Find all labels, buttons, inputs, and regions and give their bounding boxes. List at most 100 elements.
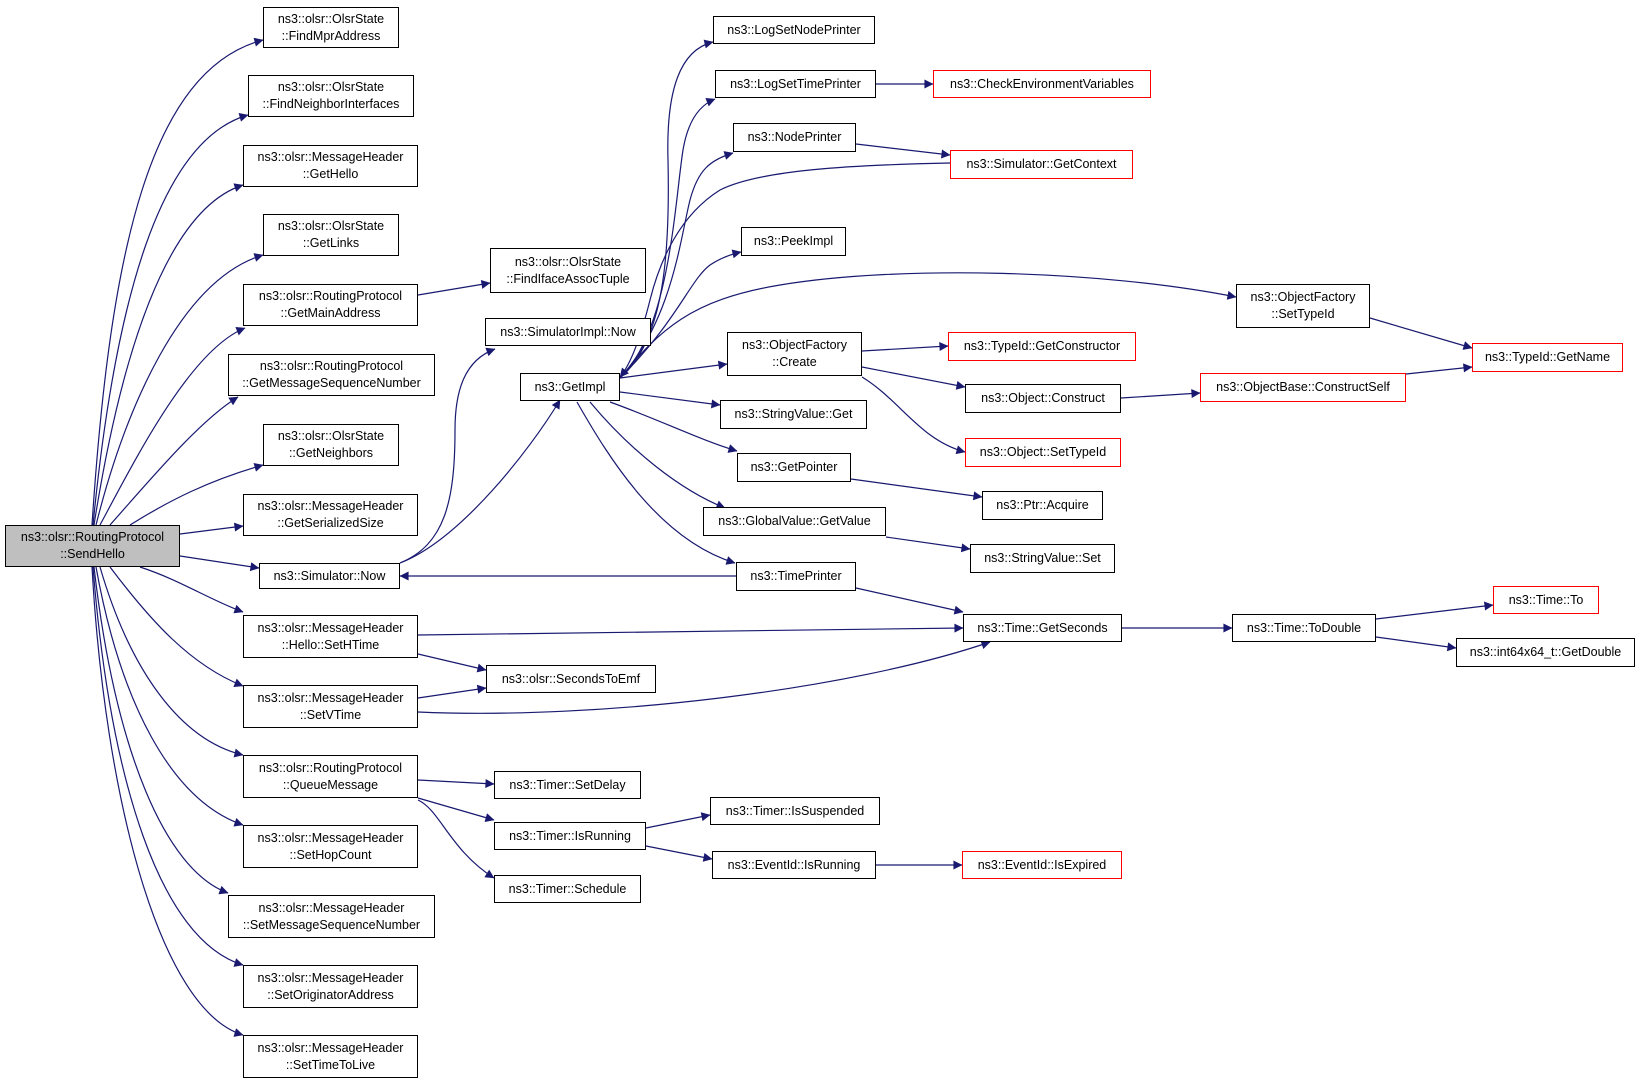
node-timerisrunning[interactable]: ns3::Timer::IsRunning (494, 822, 646, 850)
node-getmsgseq[interactable]: ns3::olsr::RoutingProtocol::GetMessageSe… (228, 354, 435, 396)
node-label: ns3::Time::ToDouble (1246, 620, 1362, 635)
edge-sendhello-setttl (91, 566, 244, 1037)
node-label: ns3::Timer::IsRunning (509, 828, 631, 843)
node-gethello[interactable]: ns3::olsr::MessageHeader::GetHello (243, 145, 418, 187)
node-queuemsg[interactable]: ns3::olsr::RoutingProtocol::QueueMessage (243, 755, 418, 798)
node-getimpl[interactable]: ns3::GetImpl (520, 373, 620, 401)
node-label: ns3::GetImpl (534, 379, 606, 394)
node-getpointer[interactable]: ns3::GetPointer (737, 453, 851, 482)
node-ofsettypeid[interactable]: ns3::ObjectFactory::SetTypeId (1236, 284, 1370, 328)
node-simnow[interactable]: ns3::Simulator::Now (259, 563, 400, 589)
node-label: ns3::EventId::IsExpired (977, 857, 1107, 872)
edge-queuemsg-setdelay (417, 779, 495, 789)
edge-timeprinter-getseconds (855, 587, 964, 615)
node-label: ns3::GetPointer (750, 460, 838, 474)
node-svset[interactable]: ns3::StringValue::Set (970, 544, 1115, 573)
node-objconstruct[interactable]: ns3::Object::Construct (965, 384, 1121, 413)
edge-setvtime-secstoemf (417, 684, 487, 699)
node-svget[interactable]: ns3::StringValue::Get (720, 400, 867, 429)
node-timeprinter[interactable]: ns3::TimePrinter (736, 562, 856, 591)
node-label: ::FindIfaceAssocTuple (506, 271, 630, 286)
node-issuspended[interactable]: ns3::Timer::IsSuspended (710, 797, 880, 825)
node-label: ::FindMprAddress (281, 28, 381, 43)
node-getdouble[interactable]: ns3::int64x64_t::GetDouble (1456, 638, 1635, 667)
node-schedule[interactable]: ns3::Timer::Schedule (494, 875, 641, 903)
node-sethop[interactable]: ns3::olsr::MessageHeader::SetHopCount (243, 825, 418, 868)
edge-sendhello-getneighbors (129, 462, 264, 526)
node-label: ::GetNeighbors (288, 446, 374, 460)
node-sendhello[interactable]: ns3::olsr::RoutingProtocol::SendHello (5, 525, 180, 567)
node-findneighif[interactable]: ns3::olsr::OlsrState::FindNeighborInterf… (248, 75, 414, 117)
node-objsettypeid[interactable]: ns3::Object::SetTypeId (965, 438, 1121, 467)
node-checkenv[interactable]: ns3::CheckEnvironmentVariables (933, 70, 1151, 98)
node-label: ns3::olsr::MessageHeader (257, 620, 404, 635)
node-eventisrunning[interactable]: ns3::EventId::IsRunning (712, 851, 876, 879)
edge-nodeprinter-getcontext (855, 143, 951, 159)
node-getneighbors[interactable]: ns3::olsr::OlsrState::GetNeighbors (263, 424, 399, 466)
node-setorig[interactable]: ns3::olsr::MessageHeader::SetOriginatorA… (243, 965, 418, 1008)
node-label: ns3::olsr::RoutingProtocol (258, 760, 403, 775)
node-label: ns3::olsr::MessageHeader (257, 690, 404, 705)
node-constructself[interactable]: ns3::ObjectBase::ConstructSelf (1200, 373, 1406, 402)
node-setdelay[interactable]: ns3::Timer::SetDelay (494, 771, 641, 799)
node-label: ns3::olsr::SecondsToEmf (501, 671, 641, 686)
node-setttl[interactable]: ns3::olsr::MessageHeader::SetTimeToLive (243, 1035, 418, 1078)
node-peekimpl[interactable]: ns3::PeekImpl (741, 227, 846, 256)
node-label: ::SetHopCount (289, 847, 372, 862)
edge-getmainaddr-findiface (417, 279, 491, 296)
node-simimplnow[interactable]: ns3::SimulatorImpl::Now (485, 318, 651, 346)
edge-sendhello-findneighif (92, 113, 249, 526)
node-getcontext[interactable]: ns3::Simulator::GetContext (950, 150, 1133, 179)
node-timeto[interactable]: ns3::Time::To (1493, 586, 1599, 614)
node-logsetnode[interactable]: ns3::LogSetNodePrinter (713, 16, 875, 44)
node-label: ::GetMessageSequenceNumber (242, 376, 421, 390)
node-isexpired[interactable]: ns3::EventId::IsExpired (962, 851, 1122, 879)
node-getconstructor[interactable]: ns3::TypeId::GetConstructor (948, 332, 1136, 361)
node-label: ::QueueMessage (282, 777, 379, 792)
node-findmpr[interactable]: ns3::olsr::OlsrState::FindMprAddress (263, 7, 399, 48)
node-label: ns3::Ptr::Acquire (996, 498, 1089, 512)
node-gvgetvalue[interactable]: ns3::GlobalValue::GetValue (703, 507, 886, 536)
node-getlinks[interactable]: ns3::olsr::OlsrState::GetLinks (263, 214, 399, 256)
node-label: ns3::olsr::MessageHeader (257, 499, 404, 513)
node-label: ns3::olsr::MessageHeader (257, 150, 404, 164)
node-label: ::SetMessageSequenceNumber (242, 917, 421, 932)
node-ptracquire[interactable]: ns3::Ptr::Acquire (982, 491, 1103, 520)
node-label: ns3::StringValue::Get (734, 407, 853, 421)
node-logsettime[interactable]: ns3::LogSetTimePrinter (715, 70, 876, 98)
node-label: ns3::PeekImpl (753, 234, 834, 248)
node-getmainaddr[interactable]: ns3::olsr::RoutingProtocol::GetMainAddre… (243, 284, 418, 326)
edge-ofcreate-objsettypeid (861, 376, 966, 455)
node-todouble[interactable]: ns3::Time::ToDouble (1232, 614, 1376, 642)
edge-sendhello-getlinks (95, 253, 264, 526)
node-setmsgseq[interactable]: ns3::olsr::MessageHeader::SetMessageSequ… (228, 895, 435, 938)
node-ofcreate[interactable]: ns3::ObjectFactory::Create (727, 332, 862, 376)
node-label: ::GetMainAddress (280, 306, 381, 320)
node-secstoemf[interactable]: ns3::olsr::SecondsToEmf (486, 665, 656, 693)
node-label: ::GetLinks (302, 236, 360, 250)
node-label: ns3::Time::GetSeconds (977, 620, 1108, 635)
node-getseconds[interactable]: ns3::Time::GetSeconds (963, 614, 1122, 642)
edge-sethtime-secstoemf (417, 653, 487, 673)
node-label: ns3::Timer::SetDelay (509, 777, 626, 792)
node-label: ::SetTypeId (1271, 307, 1335, 321)
edge-setvtime-getseconds (417, 640, 991, 714)
edge-constructself-typeidgetname (1405, 363, 1473, 375)
node-label: ns3::olsr::MessageHeader (257, 1040, 404, 1055)
node-findiface[interactable]: ns3::olsr::OlsrState::FindIfaceAssocTupl… (490, 248, 646, 293)
node-setvtime[interactable]: ns3::olsr::MessageHeader::SetVTime (243, 685, 418, 728)
node-sethtime[interactable]: ns3::olsr::MessageHeader::Hello::SetHTim… (243, 615, 418, 658)
node-getserial[interactable]: ns3::olsr::MessageHeader::GetSerializedS… (243, 494, 418, 536)
node-label: ::SetOriginatorAddress (267, 987, 394, 1002)
node-typeidgetname[interactable]: ns3::TypeId::GetName (1472, 343, 1623, 372)
node-label: ns3::SimulatorImpl::Now (500, 324, 636, 339)
node-label: ns3::olsr::MessageHeader (258, 900, 405, 915)
edge-getimpl-timeprinter (576, 401, 736, 565)
edge-sendhello-getmainaddr (99, 327, 246, 526)
edge-todouble-timeto (1375, 601, 1494, 620)
edge-sendhello-findmpr (91, 37, 264, 526)
node-nodeprinter[interactable]: ns3::NodePrinter (733, 123, 856, 152)
edge-ofcreate-objconstruct (861, 366, 966, 390)
node-label: ns3::olsr::OlsrState (277, 80, 385, 94)
